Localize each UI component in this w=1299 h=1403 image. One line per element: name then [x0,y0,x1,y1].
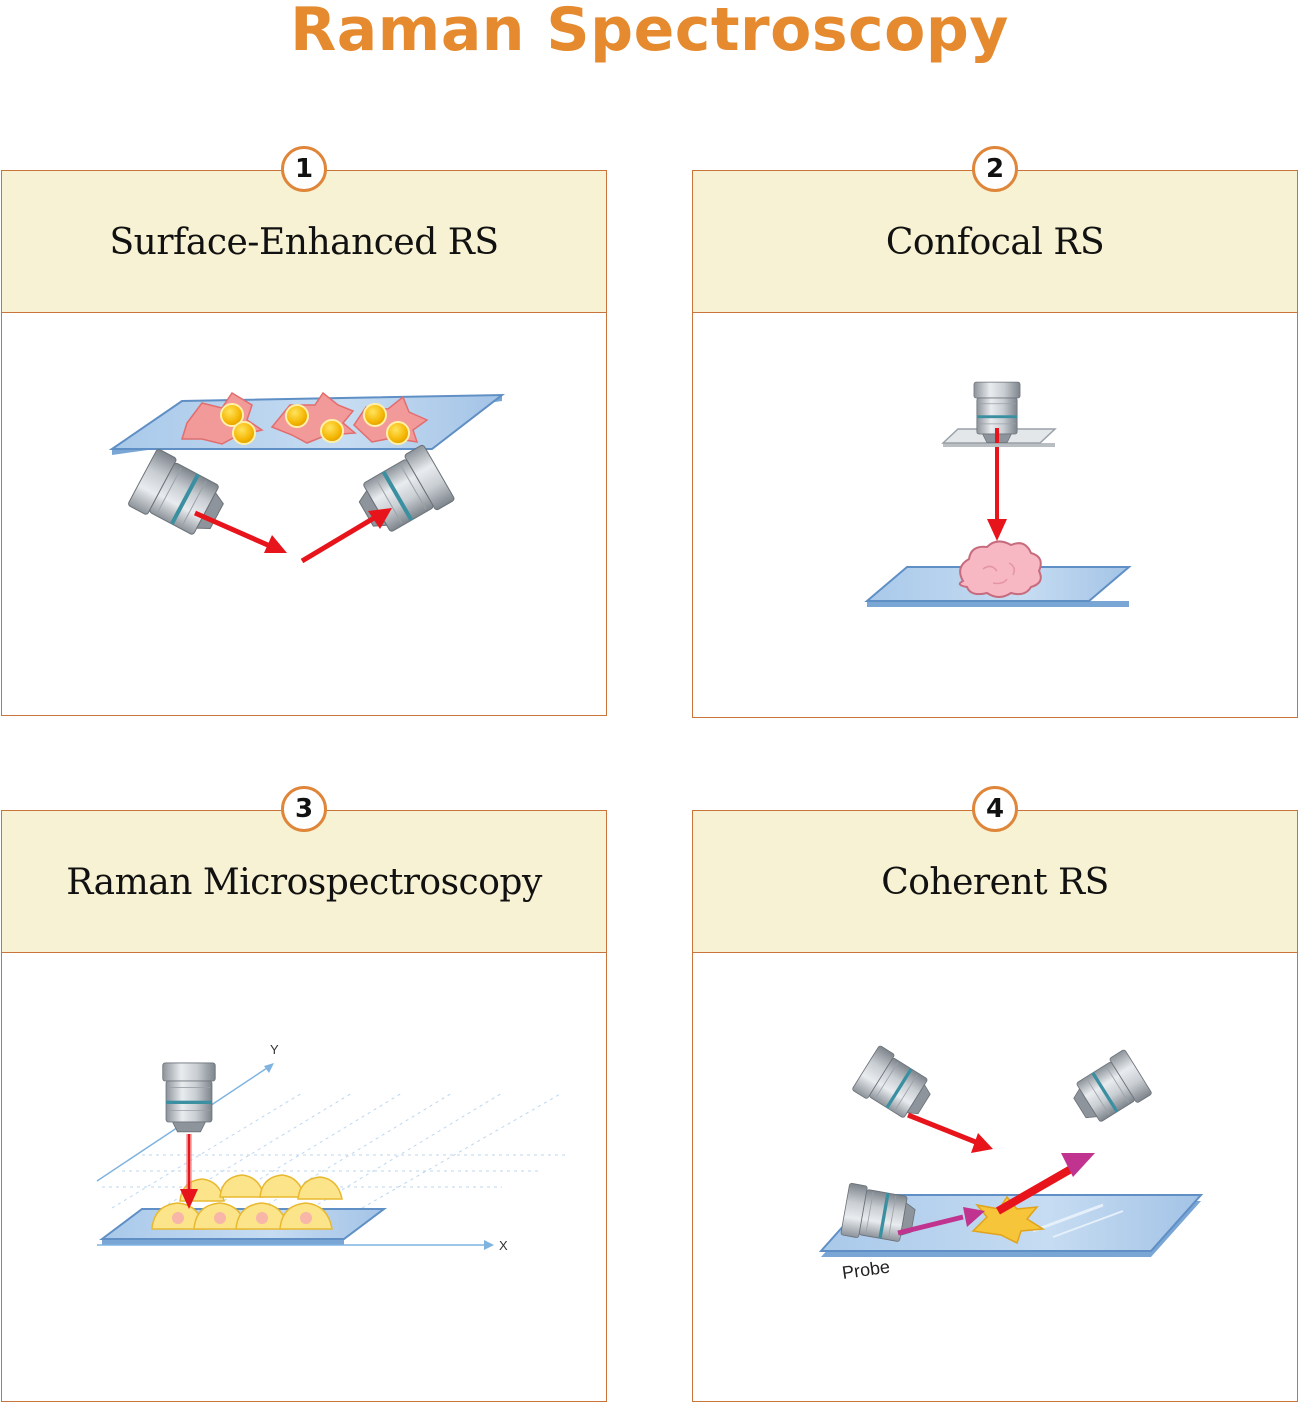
axis-x-label: X [499,1238,508,1253]
illustration-confocal [864,381,1132,607]
objective-lens-pump [851,1044,939,1127]
panel-number-badge: 1 [281,146,327,192]
panel-surface-enhanced: Surface-Enhanced RS 1 [1,146,607,716]
laser-beam [987,428,1007,541]
laser-beam [180,1134,198,1209]
panel-microspectroscopy: Raman Microspectroscopy 3 Y X [1,786,607,1402]
cell-cluster [180,391,429,445]
illustration-coherent: Probe [818,1044,1204,1283]
laser-beam-pump [907,1112,993,1153]
main-title: Raman Spectroscopy [290,0,1009,65]
objective-lens-collector [349,443,456,543]
cell-array [151,1174,343,1230]
illustration-microspectroscopy: Y X [96,1042,567,1253]
laser-beam-scattered [300,508,392,564]
panel-number-badge: 4 [972,786,1018,832]
panel-header: Coherent RS [693,811,1297,953]
objective-lens-collector [1065,1048,1153,1131]
panel-number-badge: 3 [281,786,327,832]
panel-confocal: Confocal RS 2 [692,146,1298,718]
panel-coherent: Coherent RS 4 [692,786,1298,1402]
axis-y-label: Y [270,1042,279,1057]
panel-number-badge: 2 [972,146,1018,192]
panel-title: Coherent RS [881,862,1109,903]
sample-cell [971,1195,1046,1245]
panel-title: Surface-Enhanced RS [109,222,500,263]
panel-title: Confocal RS [885,222,1105,263]
probe-label: Probe [841,1256,891,1282]
objective-lens [162,1062,216,1133]
laser-beam-signal [996,1153,1095,1215]
panel-header: Confocal RS [693,171,1297,313]
objective-lens-incident [127,447,233,545]
laser-beam-incident [193,510,287,553]
panel-title: Raman Microspectroscopy [66,862,542,903]
illustration-surface-enhanced [108,391,506,564]
axis-x: X [97,1238,508,1253]
panel-header: Raman Microspectroscopy [2,811,606,953]
panel-header: Surface-Enhanced RS [2,171,606,313]
tissue-sample [958,540,1042,598]
laser-beam-probe [897,1207,985,1236]
